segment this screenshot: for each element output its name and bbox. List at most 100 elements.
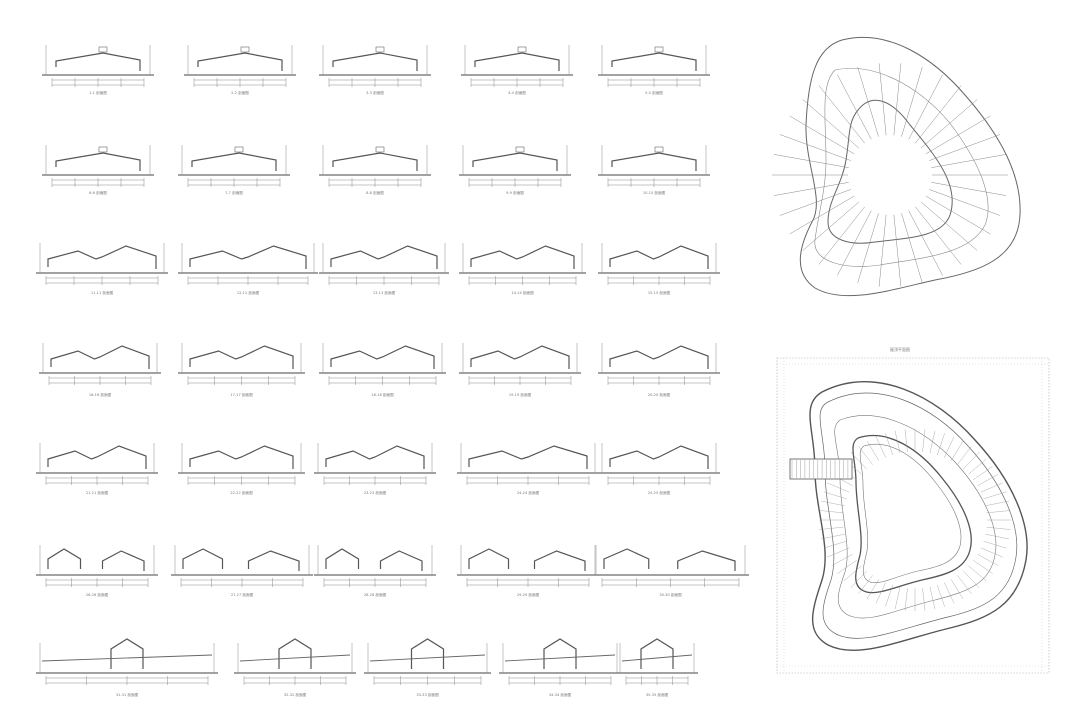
- roof-profile: [182, 548, 224, 569]
- roof-profile: [533, 550, 586, 571]
- roof-profile: [278, 638, 312, 669]
- section-label: 30-30 剖面图: [659, 592, 682, 597]
- roof-profile: [609, 245, 709, 269]
- roof-profile: [677, 550, 736, 571]
- roof-profile: [247, 550, 300, 571]
- section-elevation: 25-25 剖面图: [598, 443, 720, 495]
- rafter-line: [920, 99, 978, 149]
- floor-plan-frame: [776, 357, 1050, 674]
- section-elevation: 17-17 剖面图: [178, 343, 305, 397]
- section-label: 28-28 剖面图: [364, 592, 387, 597]
- section-elevation: 7-7 剖面图: [178, 145, 290, 195]
- roof-profile: [379, 550, 423, 571]
- roof-profile: [470, 245, 575, 269]
- seating-mark: [875, 436, 886, 458]
- section-elevation: 20-20 剖面图: [598, 343, 720, 397]
- seating-mark: [985, 534, 1009, 540]
- roof-profile: [325, 445, 425, 469]
- section-elevation: 8-8 剖面图: [319, 145, 431, 195]
- seating-mark: [858, 446, 873, 465]
- rafter-line: [908, 210, 943, 276]
- section-label: 17-17 剖面图: [230, 392, 253, 397]
- section-label: 26-26 剖面图: [86, 592, 109, 597]
- seating-mark: [944, 582, 955, 604]
- section-elevation: 5-5 剖面图: [598, 45, 710, 95]
- floor-middle-ring: [834, 415, 997, 619]
- section-elevation: 30-30 剖面图: [592, 545, 749, 597]
- roof-outer-outline: [799, 36, 1021, 297]
- seating-mark: [885, 433, 893, 456]
- seating-mark: [827, 547, 850, 558]
- seating-mark: [821, 500, 845, 506]
- rafter-line: [773, 154, 849, 168]
- rafter-line: [925, 115, 991, 155]
- section-elevation: 27-27 剖面图: [171, 545, 313, 597]
- roof-profile: [470, 345, 570, 369]
- section-label: 6-6 剖面图: [89, 190, 107, 195]
- rafter-line: [857, 213, 879, 283]
- seating-mark: [983, 491, 1007, 500]
- seating-mark: [950, 579, 964, 600]
- roof-rafter-lines: [772, 63, 1008, 287]
- seating-mark: [957, 575, 972, 594]
- rafter-line: [773, 182, 849, 196]
- rafter-line: [779, 134, 851, 161]
- rafter-line: [878, 63, 887, 136]
- section-label: 35-35 剖面图: [646, 692, 669, 697]
- seating-mark: [850, 452, 867, 470]
- roof-profile: [55, 152, 141, 171]
- seating-mark: [821, 534, 845, 540]
- section-label: 9-9 剖面图: [506, 190, 524, 195]
- section-elevation: 21-21 剖面图: [36, 443, 158, 495]
- seating-mark: [968, 565, 987, 582]
- seating-mark: [963, 452, 980, 470]
- roof-profile: [47, 245, 157, 269]
- skylight: [98, 46, 108, 53]
- section-elevation: 11-11 剖面图: [36, 243, 168, 295]
- seating-mark: [950, 440, 964, 461]
- seating-mark: [983, 540, 1007, 549]
- seating-mark: [922, 588, 926, 611]
- rafter-line: [789, 195, 855, 235]
- seating-mark: [985, 500, 1009, 506]
- section-elevation: 2-2 剖面图: [184, 45, 296, 95]
- roof-profile: [197, 52, 283, 71]
- section-elevation: 34-34 剖面图: [499, 638, 621, 697]
- seating-mark: [937, 433, 945, 456]
- skylight: [375, 46, 385, 53]
- seating-mark: [885, 584, 893, 607]
- skylight: [234, 146, 244, 153]
- seating-mark: [986, 526, 1011, 530]
- section-label: 24-24 剖面图: [517, 490, 540, 495]
- seating-mark: [973, 560, 993, 574]
- slab-line: [239, 654, 351, 662]
- section-elevation: 10-10 剖面图: [598, 145, 710, 195]
- section-elevation: 6-6 剖面图: [42, 145, 154, 195]
- section-elevation: 33-33 剖面图: [364, 638, 491, 697]
- section-elevation: 31-31 剖面图: [36, 638, 218, 697]
- section-label: 1-1 剖面图: [89, 90, 107, 95]
- rafter-line: [893, 214, 902, 287]
- section-label: 31-31 剖面图: [116, 692, 139, 697]
- floor-inner-wall: [852, 434, 972, 594]
- section-label: 13-13 剖面图: [373, 290, 396, 295]
- section-label: 11-11 剖面图: [91, 290, 114, 295]
- skylight: [654, 146, 664, 153]
- section-label: 25-25 剖面图: [648, 490, 671, 495]
- section-elevation: 29-29 剖面图: [457, 545, 599, 597]
- seating-mark: [937, 584, 945, 607]
- section-label: 14-14 剖面图: [511, 290, 534, 295]
- skylight: [654, 46, 664, 53]
- section-elevation: 12-12 剖面图: [178, 243, 318, 295]
- seating-mark: [929, 430, 936, 454]
- seating-mark: [819, 526, 844, 530]
- floor-plan-drawing: [776, 357, 1050, 674]
- seating-mark: [858, 575, 873, 594]
- seating-mark: [977, 474, 999, 486]
- seating-mark: [929, 586, 936, 610]
- slab-line: [621, 654, 693, 662]
- section-elevation: 22-22 剖面图: [178, 443, 305, 495]
- seating-mark: [819, 510, 844, 514]
- roof-profile: [50, 345, 150, 369]
